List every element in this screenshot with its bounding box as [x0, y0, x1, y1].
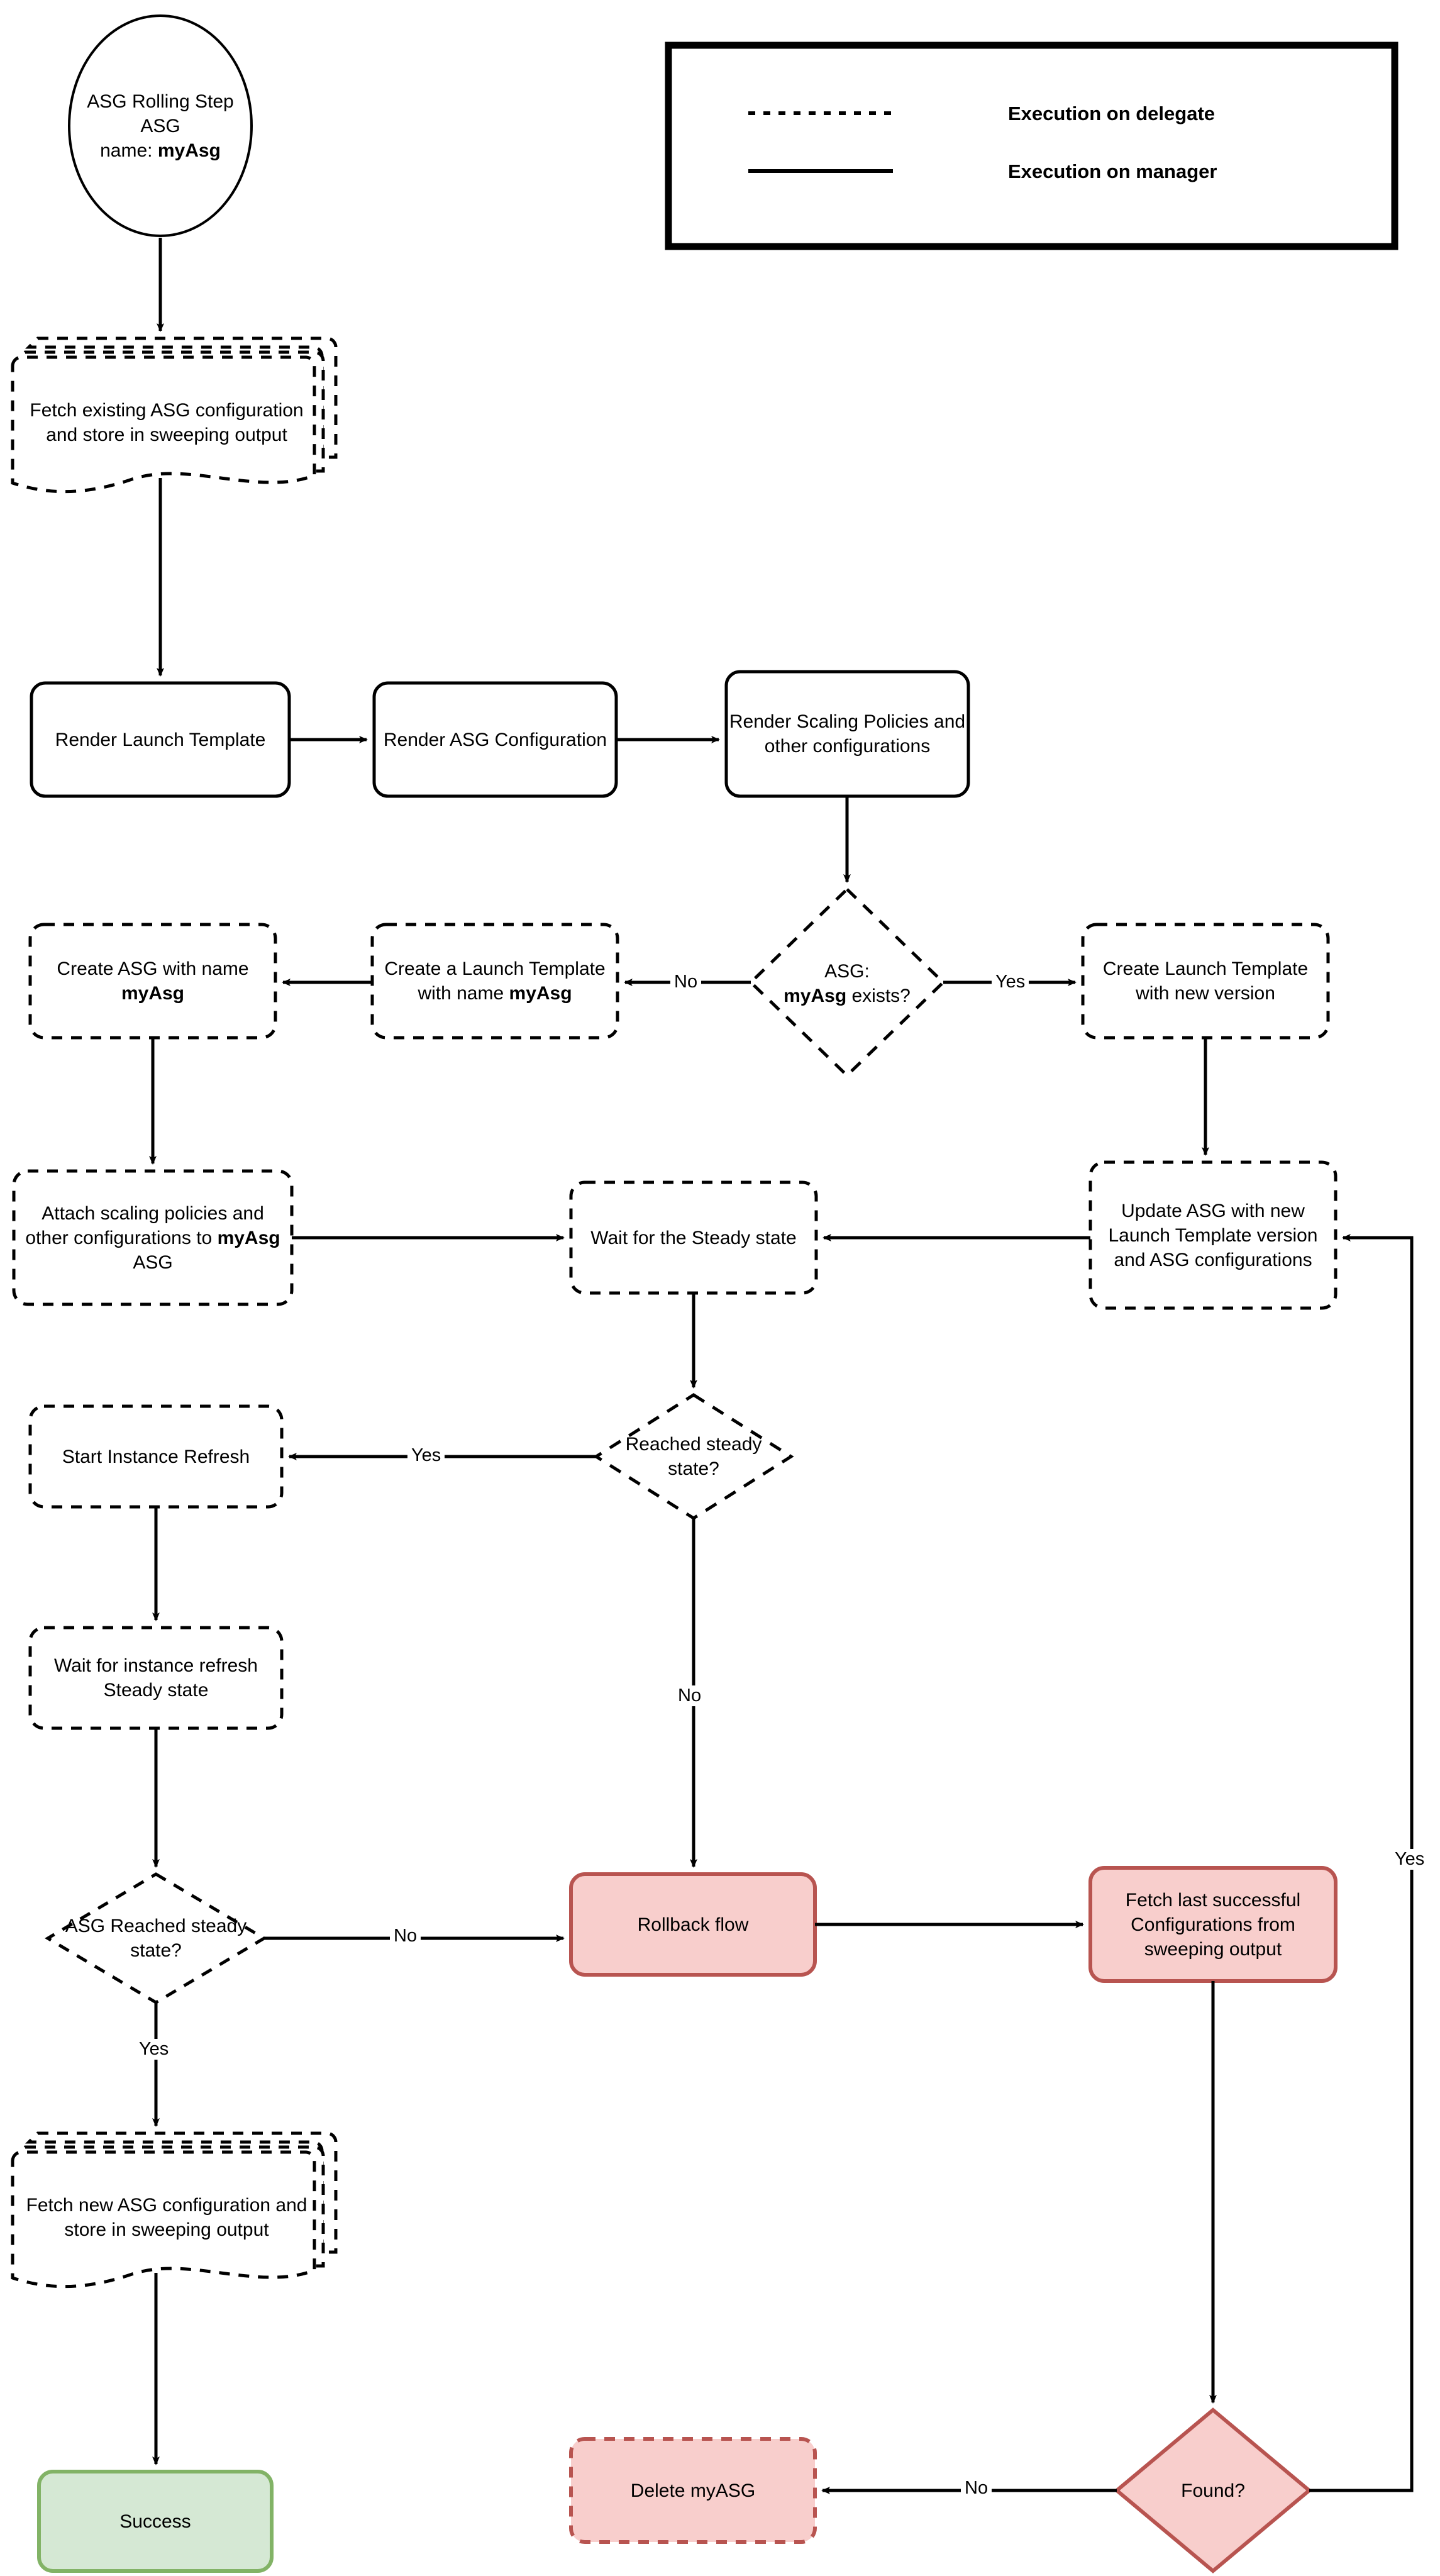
node-wait-steady-shape	[569, 1180, 818, 1295]
edge-label-exists-no: No	[670, 972, 702, 992]
node-rollback-flow-shape	[569, 1872, 817, 1977]
node-fetch-new-asg-shape	[11, 2131, 338, 2289]
node-success-shape	[37, 2470, 274, 2573]
node-create-lt-named-shape	[370, 923, 619, 1040]
node-wait-instance-refresh-shape	[28, 1626, 284, 1730]
node-fetch-existing-shape	[11, 336, 338, 494]
legend-delegate-label: Execution on delegate	[1008, 103, 1216, 125]
node-fetch-last-successful-shape	[1088, 1866, 1338, 1983]
node-create-asg-named-shape	[28, 923, 277, 1040]
edge-label-reached-yes: Yes	[407, 1445, 445, 1466]
node-delete-myasg-shape	[569, 2437, 817, 2544]
node-render-launch-template-shape	[30, 681, 291, 798]
edge-label-asg-reached-yes: Yes	[135, 2039, 173, 2060]
node-render-scaling-shape	[724, 670, 970, 798]
edges: create LT named --> create LT new versio…	[149, 238, 1414, 2494]
edge-label-found-yes: Yes	[1391, 1849, 1429, 1870]
node-start-instance-refresh-shape	[28, 1404, 284, 1509]
node-render-asg-config-shape	[372, 681, 618, 798]
edge-label-found-no: No	[961, 2478, 992, 2499]
node-attach-policies-shape	[12, 1169, 294, 1306]
node-reached-steady-shape	[593, 1393, 794, 1520]
node-asg-exists-shape	[748, 887, 946, 1078]
node-update-asg-shape	[1088, 1160, 1338, 1310]
node-start-shape	[68, 14, 253, 237]
node-asg-reached-steady-shape	[45, 1872, 267, 2004]
node-create-lt-new-version-shape	[1081, 923, 1330, 1040]
edge-label-asg-reached-no: No	[390, 1926, 421, 1946]
legend-manager-label: Execution on manager	[1008, 160, 1217, 182]
legend-box	[665, 42, 1398, 250]
edge-label-reached-no: No	[674, 1685, 706, 1706]
node-found-shape	[1114, 2407, 1312, 2573]
edge-label-exists-yes: Yes	[992, 972, 1029, 992]
